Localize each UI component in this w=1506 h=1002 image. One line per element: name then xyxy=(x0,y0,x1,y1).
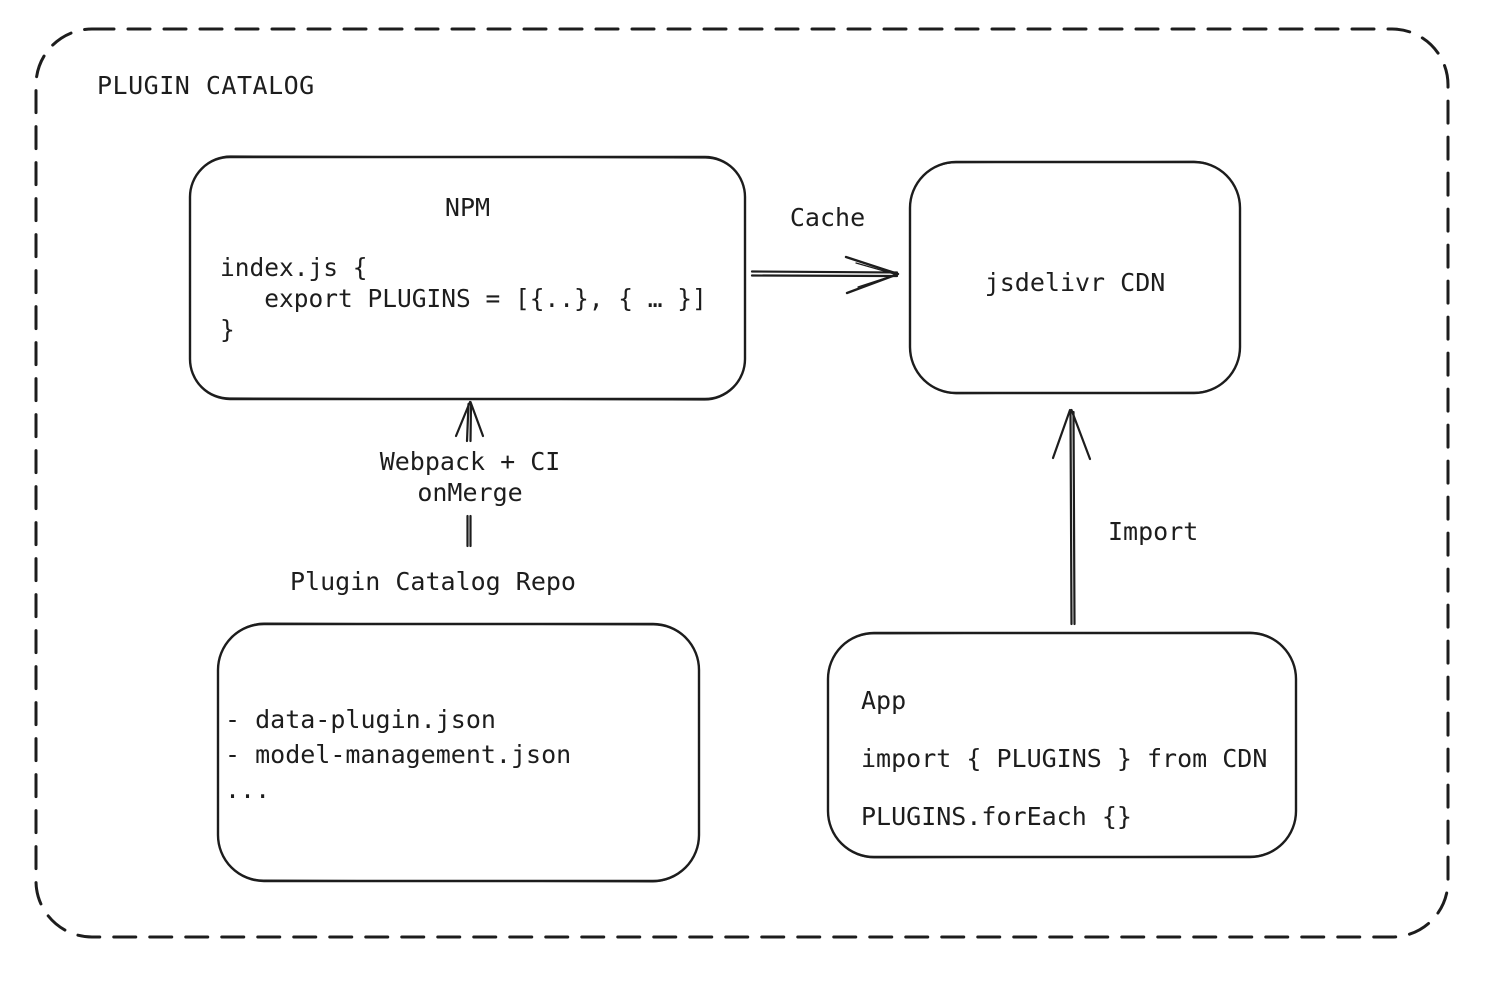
cdn-box xyxy=(908,160,1242,395)
repo-box-title: Plugin Catalog Repo xyxy=(290,567,576,596)
text-line: index.js { xyxy=(220,253,368,282)
text-line: PLUGINS.forEach {} xyxy=(861,802,1132,831)
app-code-block: App import { PLUGINS } from CDN PLUGINS.fo… xyxy=(861,672,1267,846)
text-line: App xyxy=(861,686,907,715)
plugin-catalog-boundary xyxy=(34,27,1450,939)
cache-arrow-label: Cache xyxy=(789,203,866,232)
text-line: - model-management.json xyxy=(225,740,572,769)
diagram-title: PLUGIN CATALOG xyxy=(97,71,315,100)
repo-box xyxy=(216,622,701,883)
app-box xyxy=(826,631,1298,859)
text-line: Webpack + CI xyxy=(379,447,561,476)
import-arrow-label: Import xyxy=(1108,517,1199,546)
import-arrow xyxy=(1051,408,1092,626)
cdn-box-label: jsdelivr CDN xyxy=(984,268,1166,297)
text-line: export PLUGINS = [{..}, { … }] xyxy=(220,284,707,313)
text-line: ... xyxy=(225,775,271,804)
text-line: - data-plugin.json xyxy=(225,705,496,734)
text-line: import { PLUGINS } from CDN xyxy=(861,744,1268,773)
repo-file-list: - data-plugin.json - model-management.jso… xyxy=(225,702,571,807)
npm-box-title: NPM xyxy=(444,193,491,222)
text-line: onMerge xyxy=(417,478,523,507)
npm-code-block: index.js { export PLUGINS = [{..}, { … }… xyxy=(220,252,707,345)
build-arrow xyxy=(454,400,485,548)
text-line: } xyxy=(220,315,235,344)
cache-arrow xyxy=(750,255,900,295)
npm-box xyxy=(188,155,747,401)
